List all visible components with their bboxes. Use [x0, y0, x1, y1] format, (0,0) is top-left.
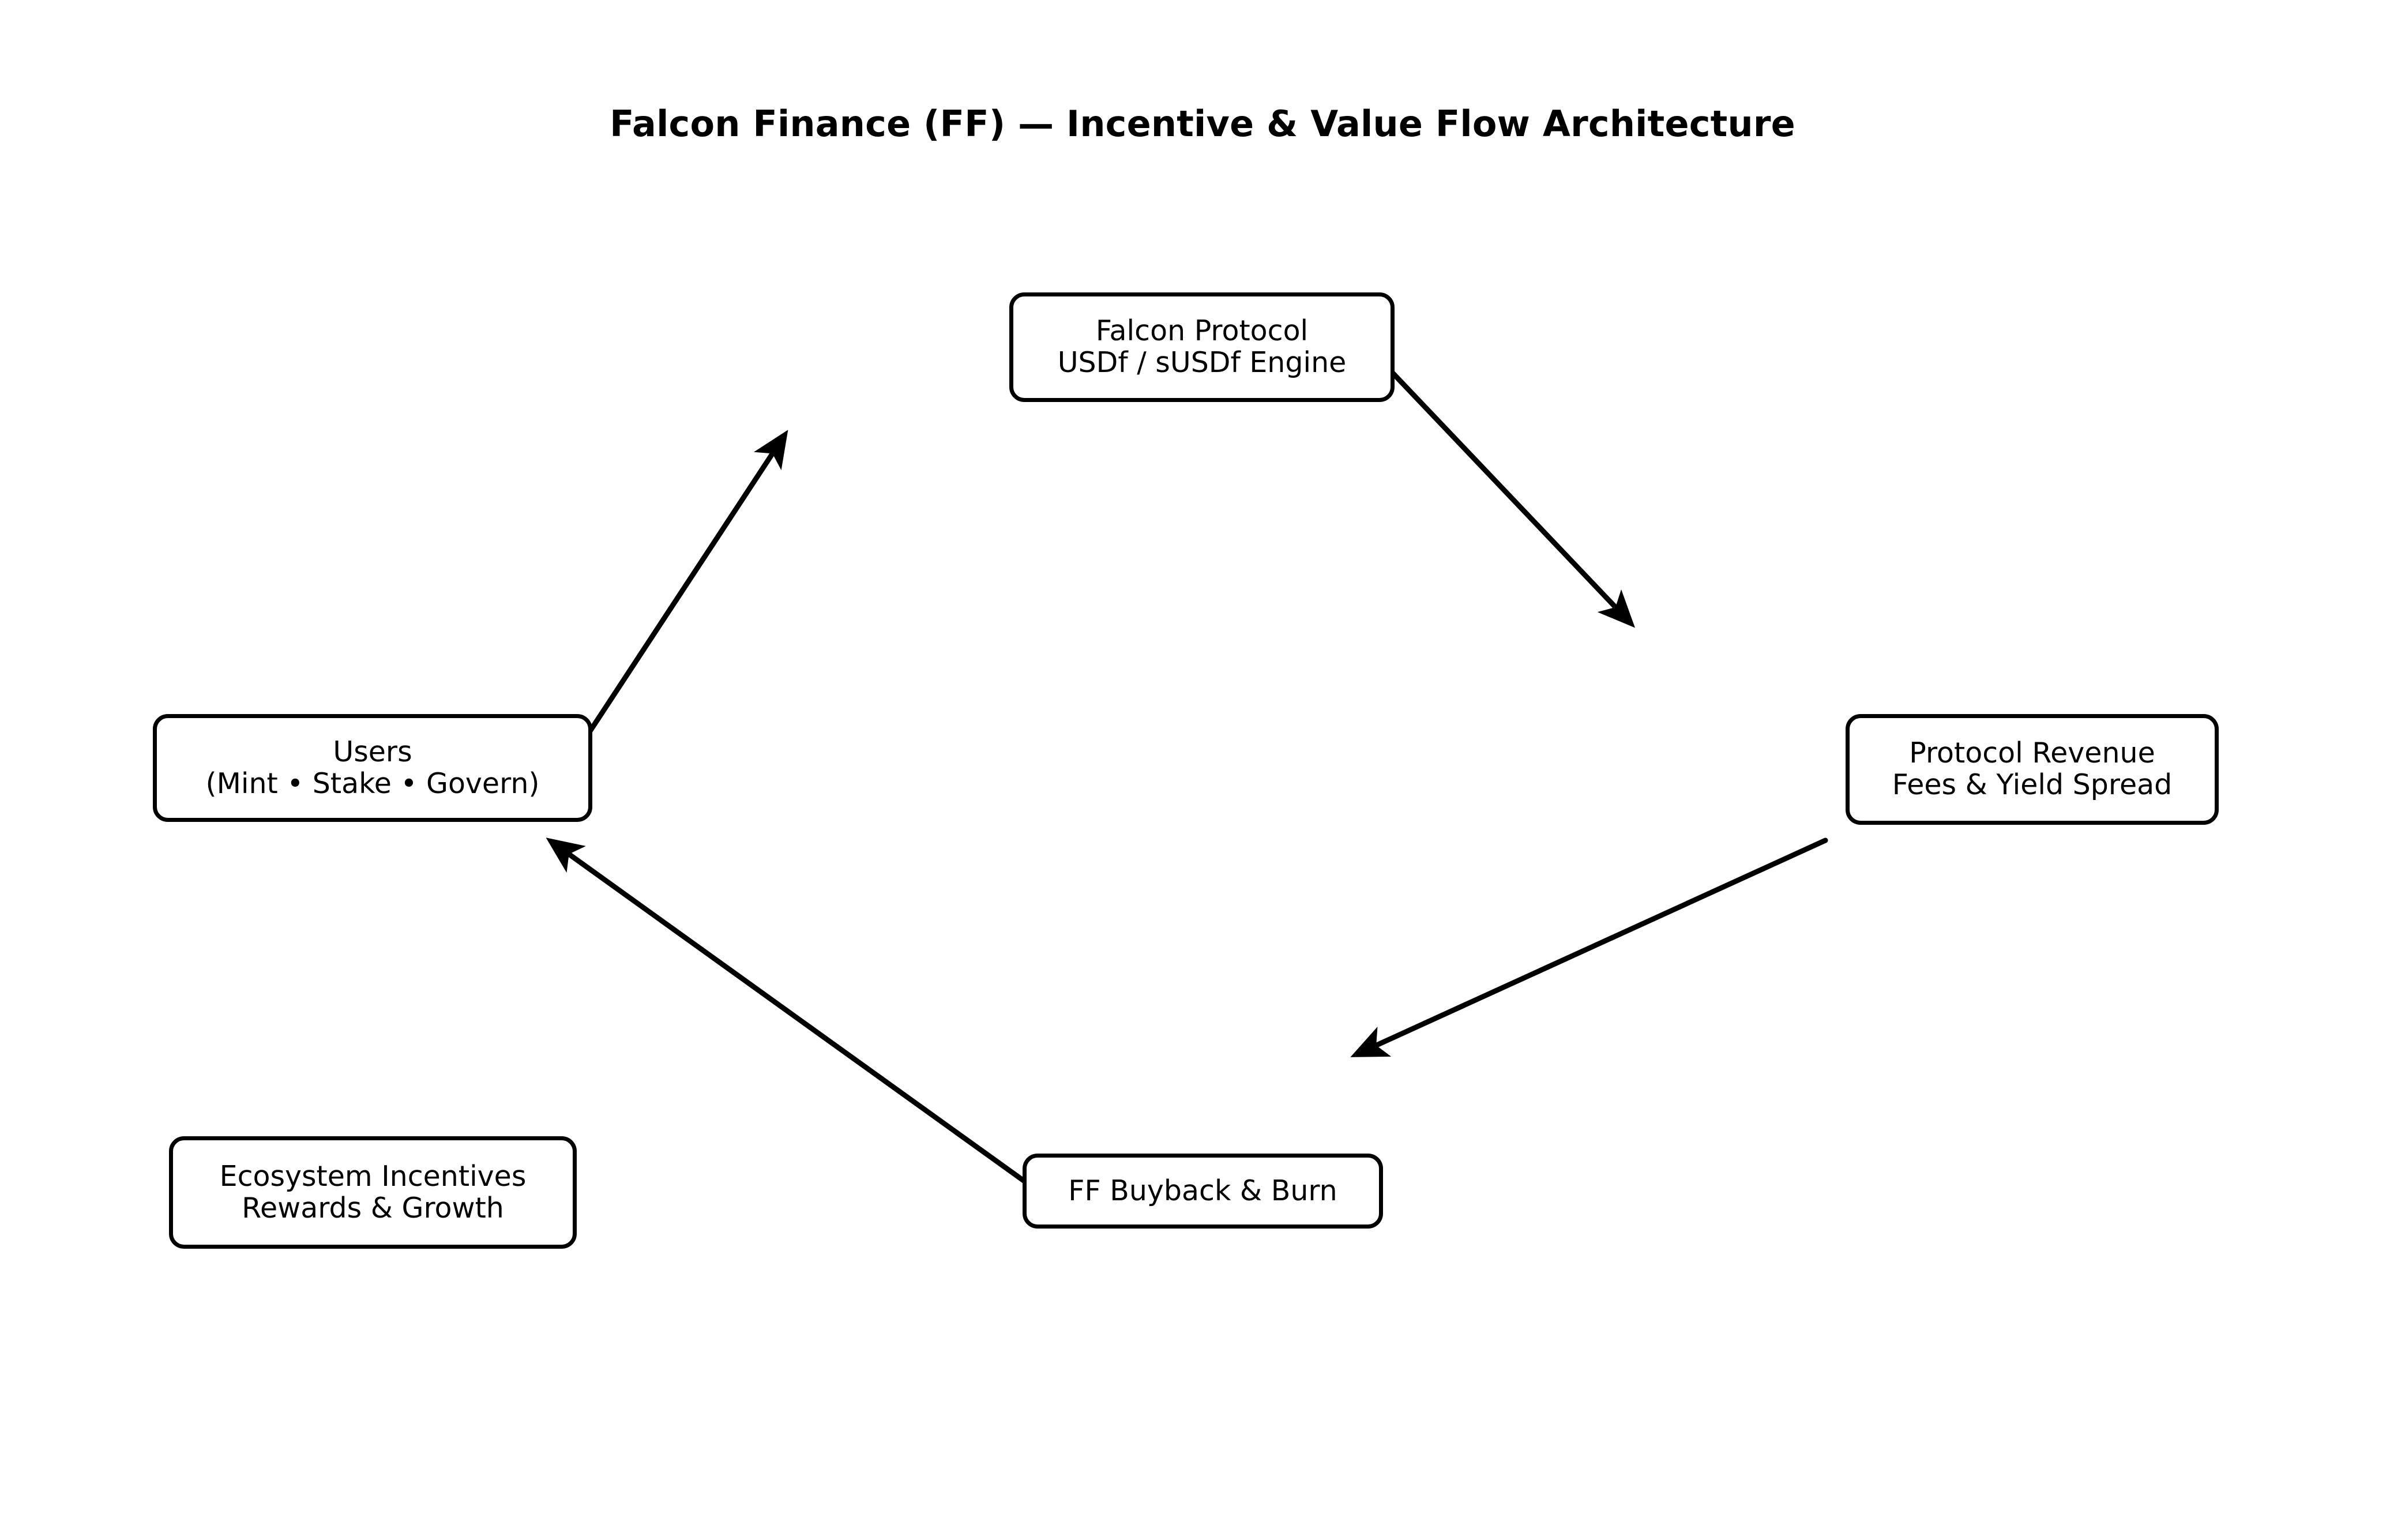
- node-label-line1: Users: [333, 735, 412, 768]
- node-label-line1: Falcon Protocol: [1095, 314, 1309, 348]
- node-ecosystem-incentives[interactable]: Ecosystem Incentives Rewards & Growth: [169, 1136, 577, 1249]
- node-label-line1: Ecosystem Incentives: [219, 1159, 527, 1193]
- node-protocol-revenue[interactable]: Protocol Revenue Fees & Yield Spread: [1846, 714, 2219, 825]
- edge-ff-buyback-burn-to-users: [546, 837, 1037, 1191]
- node-falcon-protocol[interactable]: Falcon Protocol USDf / sUSDf Engine: [1009, 292, 1395, 402]
- edge-protocol-revenue-to-ff-buyback-burn: [1350, 837, 1828, 1057]
- page-title: Falcon Finance (FF) — Incentive & Value …: [610, 103, 1795, 145]
- node-label-line1: FF Buyback & Burn: [1068, 1174, 1337, 1207]
- node-ff-buyback-burn[interactable]: FF Buyback & Burn: [1023, 1154, 1383, 1229]
- edge-users-to-falcon-protocol: [563, 430, 788, 770]
- node-label-line2: Rewards & Growth: [242, 1191, 504, 1225]
- node-label-line2: (Mint • Stake • Govern): [205, 767, 540, 800]
- node-label-line1: Protocol Revenue: [1909, 737, 2155, 770]
- node-label-line2: USDf / sUSDf Engine: [1057, 346, 1347, 379]
- node-users[interactable]: Users (Mint • Stake • Govern): [153, 714, 592, 822]
- edge-falcon-protocol-to-protocol-revenue: [1369, 348, 1636, 628]
- node-label-line2: Fees & Yield Spread: [1892, 768, 2173, 801]
